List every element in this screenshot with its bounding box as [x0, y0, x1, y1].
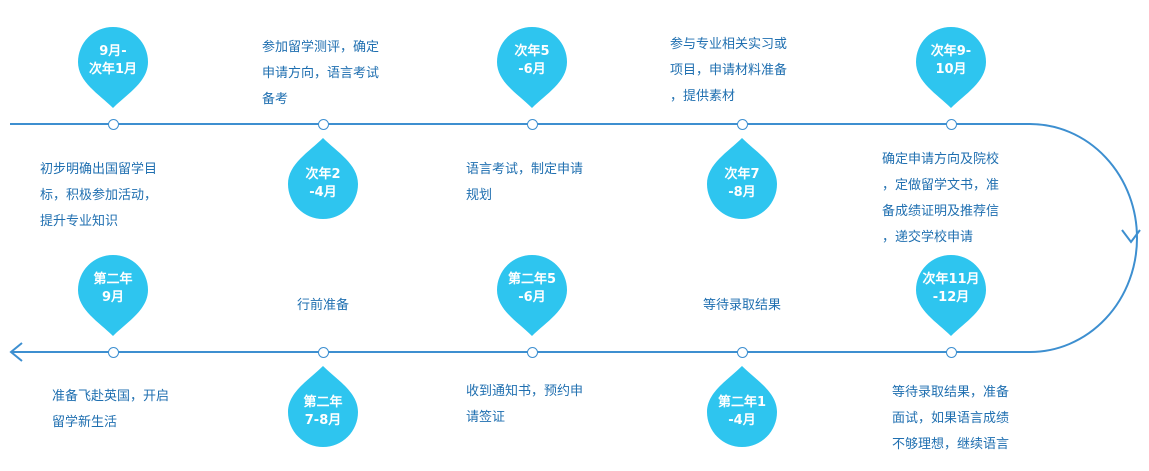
stage-description: 收到通知书，预约申 请签证	[466, 384, 584, 425]
stage-description: 准备飞赴英国，开启 留学新生活	[52, 389, 170, 430]
stage-label: 9月- 次年1月	[88, 44, 138, 77]
timeline-node	[527, 347, 538, 358]
stage-marker: 第二年 7-8月	[287, 364, 359, 448]
timeline-node	[527, 119, 538, 130]
stage-description: 等待录取结果	[702, 298, 781, 313]
stage-label: 次年9- 10月	[930, 44, 972, 77]
timeline-node	[318, 347, 329, 358]
stage-label: 第二年5 -6月	[507, 272, 557, 305]
stage-marker: 次年11月 -12月	[915, 254, 987, 338]
timeline-node	[108, 119, 119, 130]
timeline-node	[108, 347, 119, 358]
timeline-node	[946, 119, 957, 130]
timeline-node	[946, 347, 957, 358]
timeline-node	[318, 119, 329, 130]
stage-marker: 9月- 次年1月	[77, 26, 149, 110]
stage-description: 初步明确出国留学目 标，积极参加活动， 提升专业知识	[40, 162, 158, 229]
timeline-node	[737, 119, 748, 130]
stage-label: 次年11月 -12月	[922, 272, 980, 305]
stage-marker: 第二年5 -6月	[496, 254, 568, 338]
stage-marker: 第二年 9月	[77, 254, 149, 338]
stage-label: 次年2 -4月	[305, 167, 341, 200]
stage-label: 第二年1 -4月	[717, 395, 767, 428]
stage-marker: 第二年1 -4月	[706, 364, 778, 448]
stage-description: 参与专业相关实习或 项目，申请材料准备 ，提供素材	[670, 37, 788, 104]
stage-marker: 次年5 -6月	[496, 26, 568, 110]
stage-label: 第二年 7-8月	[303, 395, 343, 428]
stage-description: 确定申请方向及院校 ，定做留学文书，准 备成绩证明及推荐信 ，递交学校申请	[882, 152, 1000, 245]
stage-marker: 次年9- 10月	[915, 26, 987, 110]
stage-description: 参加留学测评，确定 申请方向，语言考试 备考	[262, 40, 380, 107]
stage-description: 行前准备	[296, 298, 349, 313]
arrow-down-icon	[1121, 229, 1141, 244]
stage-label: 次年7 -8月	[724, 167, 760, 200]
stage-description: 等待录取结果，准备 面试，如果语言成绩 不够理想，继续语言	[892, 385, 1010, 452]
stage-label: 第二年 9月	[93, 272, 133, 305]
stage-description: 语言考试，制定申请 规划	[466, 162, 584, 203]
stage-marker: 次年2 -4月	[287, 136, 359, 220]
arrow-left-icon	[9, 342, 23, 362]
stage-marker: 次年7 -8月	[706, 136, 778, 220]
timeline-node	[737, 347, 748, 358]
stage-label: 次年5 -6月	[514, 44, 550, 77]
